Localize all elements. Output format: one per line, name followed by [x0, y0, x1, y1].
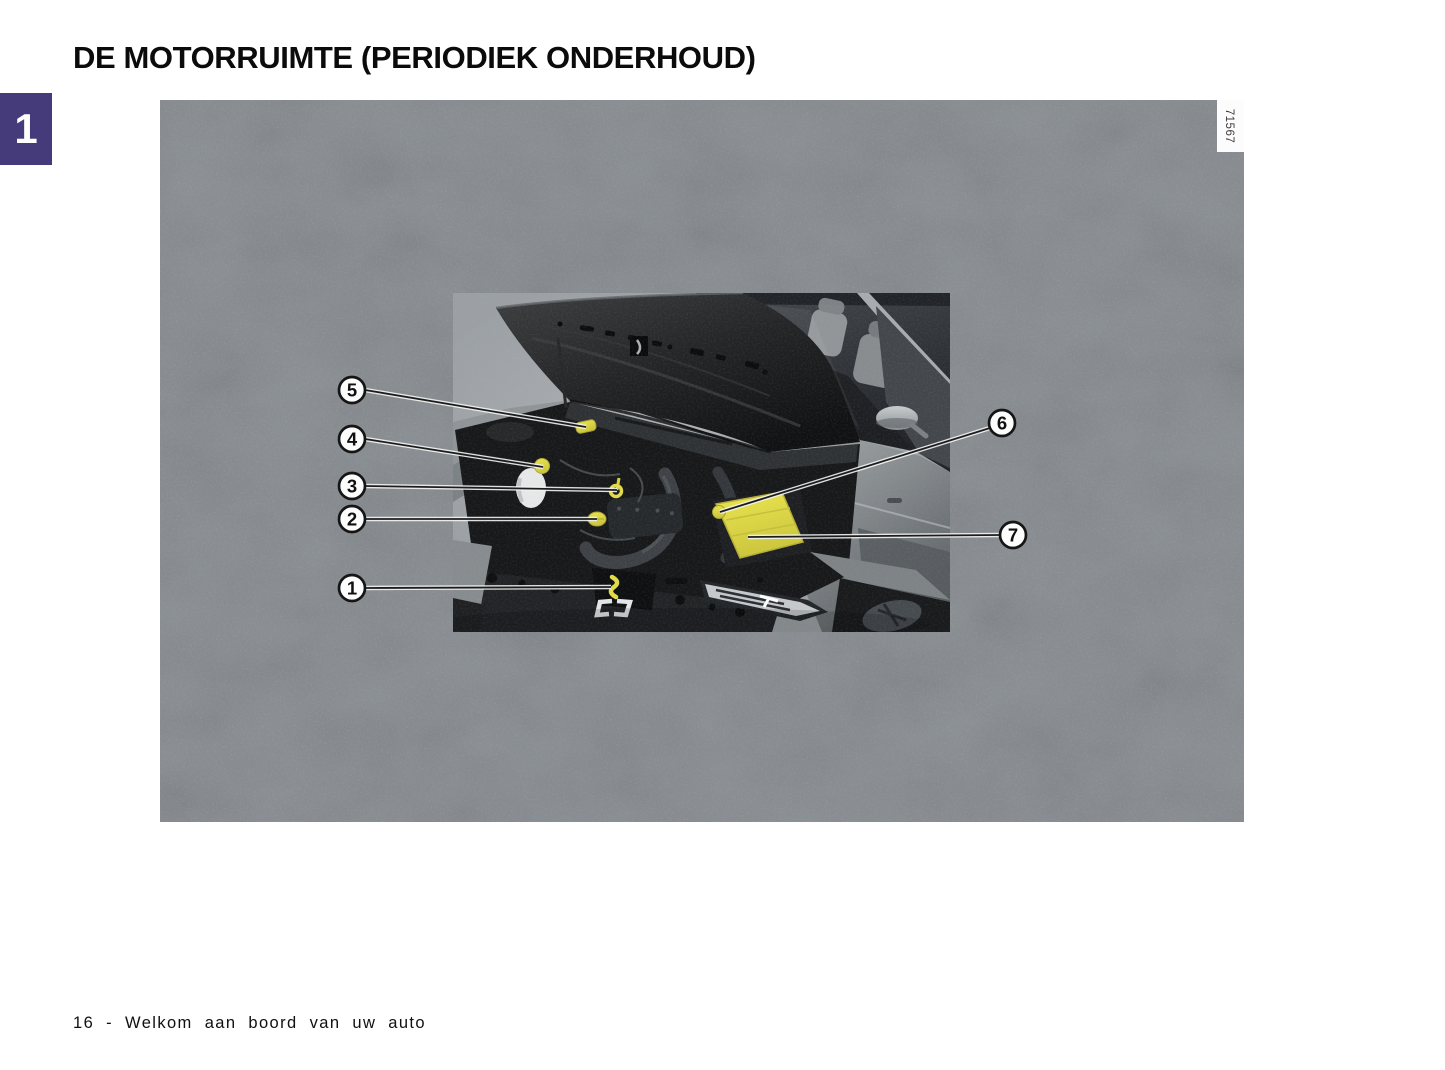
- callout-6: 6: [987, 408, 1017, 438]
- leader-line-4: [364, 436, 544, 470]
- page-footer: 16 - Welkom aan boord van uw auto: [73, 1014, 426, 1032]
- leader-line-5: [364, 387, 587, 430]
- callout-3-number: 3: [347, 476, 357, 497]
- figure-svg: 5 4 3 2 1 6 7 71567: [160, 100, 1244, 822]
- callout-7: 7: [998, 520, 1028, 550]
- leader-lines: [364, 387, 1001, 591]
- callout-1: 1: [337, 573, 367, 603]
- callout-2: 2: [337, 504, 367, 534]
- callout-7-number: 7: [1008, 525, 1018, 546]
- leader-line-1: [364, 584, 612, 591]
- callout-6-number: 6: [997, 413, 1007, 434]
- callout-4: 4: [337, 424, 367, 454]
- callout-4-number: 4: [347, 429, 358, 450]
- callout-5-number: 5: [347, 380, 357, 401]
- image-id-label: 71567: [1223, 109, 1235, 143]
- callout-2-number: 2: [347, 509, 357, 530]
- image-id-notch: 71567: [1217, 100, 1244, 152]
- leader-line-7: [747, 532, 1001, 540]
- leader-line-3: [364, 483, 618, 493]
- callout-1-number: 1: [347, 578, 357, 599]
- engine-bay-figure: 5 4 3 2 1 6 7 71567: [160, 100, 1244, 822]
- leader-line-6: [719, 425, 991, 515]
- callout-3: 3: [337, 471, 367, 501]
- chapter-tab: 1: [0, 93, 52, 165]
- callout-5: 5: [337, 375, 367, 405]
- chapter-tab-number: 1: [14, 105, 38, 152]
- page-title: DE MOTORRUIMTE (PERIODIEK ONDERHOUD): [73, 40, 756, 75]
